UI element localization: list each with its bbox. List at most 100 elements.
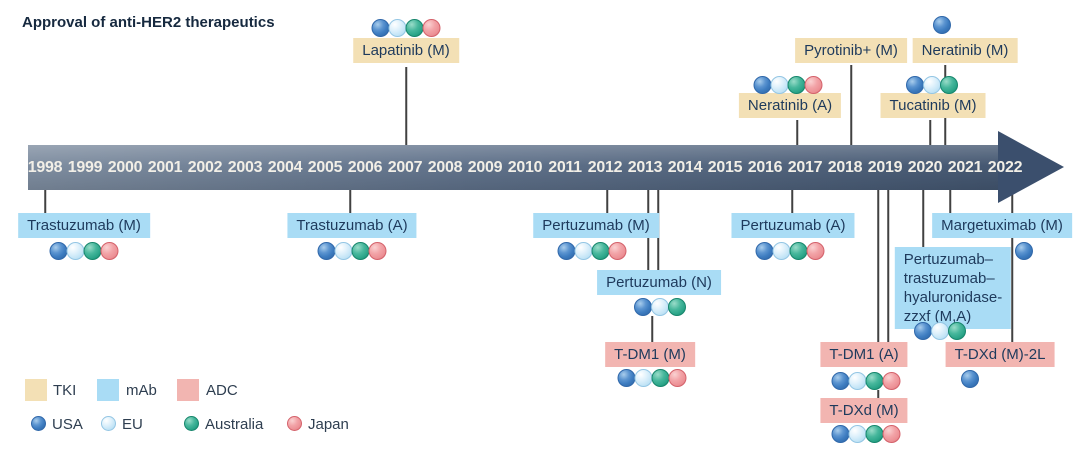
pth-label-line: zzxf (M,A) bbox=[903, 308, 972, 325]
japan-dot bbox=[882, 372, 901, 390]
year-label: 2021 bbox=[947, 159, 983, 176]
australia-dot bbox=[591, 242, 610, 260]
australia-dot bbox=[651, 369, 670, 387]
japan-dot bbox=[668, 369, 687, 387]
pertuzumab-m-label: Pertuzumab (M) bbox=[533, 213, 659, 238]
japan-dot bbox=[608, 242, 627, 260]
pertuzumab-n-region-dots bbox=[634, 298, 686, 316]
pth-label-line: hyaluronidase- bbox=[903, 289, 1003, 306]
margetuximab-connector bbox=[949, 190, 951, 214]
pertuzumab-a-region-dots bbox=[755, 242, 825, 260]
legend-tki-label: TKI bbox=[53, 382, 77, 399]
lapatinib-label: Lapatinib (M) bbox=[353, 38, 459, 63]
tdm1-m-label: T-DM1 (M) bbox=[605, 342, 695, 367]
year-label: 2016 bbox=[747, 159, 783, 176]
margetuximab-label: Margetuximab (M) bbox=[932, 213, 1072, 238]
tdxd-m-connector bbox=[877, 390, 879, 398]
year-label: 2013 bbox=[627, 159, 663, 176]
year-label: 2002 bbox=[187, 159, 223, 176]
eu-dot bbox=[848, 372, 867, 390]
lapatinib-region-dots bbox=[371, 19, 441, 37]
eu-dot bbox=[770, 76, 789, 94]
legend-adc-label: ADC bbox=[206, 382, 238, 399]
usa-dot bbox=[371, 19, 390, 37]
year-label: 2012 bbox=[587, 159, 623, 176]
usa-dot bbox=[961, 370, 979, 388]
pth-label-line: trastuzumab– bbox=[903, 270, 995, 287]
year-label: 2005 bbox=[307, 159, 343, 176]
year-label: 2020 bbox=[907, 159, 943, 176]
tdxd-2l-label: T-DXd (M)-2L bbox=[945, 342, 1055, 367]
year-label: 2017 bbox=[787, 159, 823, 176]
legend-australia-dot bbox=[184, 416, 199, 431]
eu-dot bbox=[574, 242, 593, 260]
year-label: 1998 bbox=[27, 159, 63, 176]
japan-dot bbox=[804, 76, 823, 94]
australia-dot bbox=[789, 242, 808, 260]
pth-region-dots bbox=[914, 322, 966, 340]
year-label: 2015 bbox=[707, 159, 743, 176]
usa-dot bbox=[317, 242, 336, 260]
legend-japan-dot bbox=[287, 416, 302, 431]
australia-dot bbox=[865, 372, 884, 390]
margetuximab-region-dots bbox=[1015, 242, 1033, 260]
eu-dot bbox=[931, 322, 949, 340]
neratinib-m-region-dots bbox=[933, 16, 951, 34]
eu-dot bbox=[334, 242, 353, 260]
year-label: 2008 bbox=[427, 159, 463, 176]
usa-dot bbox=[906, 76, 924, 94]
usa-dot bbox=[831, 372, 850, 390]
japan-dot bbox=[806, 242, 825, 260]
legend-eu-dot bbox=[101, 416, 116, 431]
neratinib-m-label: Neratinib (M) bbox=[912, 38, 1018, 63]
pertuzumab-m-connector bbox=[606, 190, 608, 214]
year-label: 2003 bbox=[227, 159, 263, 176]
neratinib-a-region-dots bbox=[753, 76, 823, 94]
year-label: 2018 bbox=[827, 159, 863, 176]
tdxd-m-region-dots bbox=[831, 425, 901, 443]
neratinib-a-connector bbox=[796, 120, 798, 146]
trastuzumab-a-label: Trastuzumab (A) bbox=[287, 213, 417, 238]
australia-dot bbox=[787, 76, 806, 94]
tdm1-a-connector-1 bbox=[877, 190, 879, 343]
australia-dot bbox=[668, 298, 686, 316]
australia-dot bbox=[405, 19, 424, 37]
eu-dot bbox=[634, 369, 653, 387]
tdm1-a-label: T-DM1 (A) bbox=[820, 342, 908, 367]
year-label: 1999 bbox=[67, 159, 103, 176]
australia-dot bbox=[948, 322, 966, 340]
year-label: 2011 bbox=[548, 159, 582, 176]
trastuzumab-m-label: Trastuzumab (M) bbox=[18, 213, 150, 238]
legend-adc-swatch bbox=[177, 379, 199, 401]
usa-dot bbox=[933, 16, 951, 34]
year-label: 2010 bbox=[507, 159, 543, 176]
year-label: 2009 bbox=[467, 159, 503, 176]
pertuzumab-m-region-dots bbox=[557, 242, 627, 260]
australia-dot bbox=[83, 242, 102, 260]
year-label: 2019 bbox=[867, 159, 903, 176]
pertuzumab-a-connector bbox=[791, 190, 793, 214]
pth-label-line: Pertuzumab– bbox=[903, 251, 994, 268]
tdm1-m-connector bbox=[651, 316, 653, 343]
eu-dot bbox=[772, 242, 791, 260]
usa-dot bbox=[49, 242, 68, 260]
legend-mab-label: mAb bbox=[126, 382, 157, 399]
japan-dot bbox=[882, 425, 901, 443]
usa-dot bbox=[914, 322, 932, 340]
tucatinib-region-dots bbox=[906, 76, 958, 94]
legend-mab-swatch bbox=[97, 379, 119, 401]
legend-usa-dot bbox=[31, 416, 46, 431]
eu-dot bbox=[651, 298, 669, 316]
tdxd-m-label: T-DXd (M) bbox=[820, 398, 908, 423]
japan-dot bbox=[368, 242, 387, 260]
usa-dot bbox=[753, 76, 772, 94]
trastuzumab-m-region-dots bbox=[49, 242, 119, 260]
australia-dot bbox=[940, 76, 958, 94]
trastuzumab-m-connector bbox=[44, 190, 46, 214]
trastuzumab-a-connector bbox=[349, 190, 351, 214]
year-label: 2006 bbox=[347, 159, 383, 176]
timeline-arrowhead bbox=[998, 131, 1064, 203]
usa-dot bbox=[755, 242, 774, 260]
tdm1-m-region-dots bbox=[617, 369, 687, 387]
eu-dot bbox=[848, 425, 867, 443]
